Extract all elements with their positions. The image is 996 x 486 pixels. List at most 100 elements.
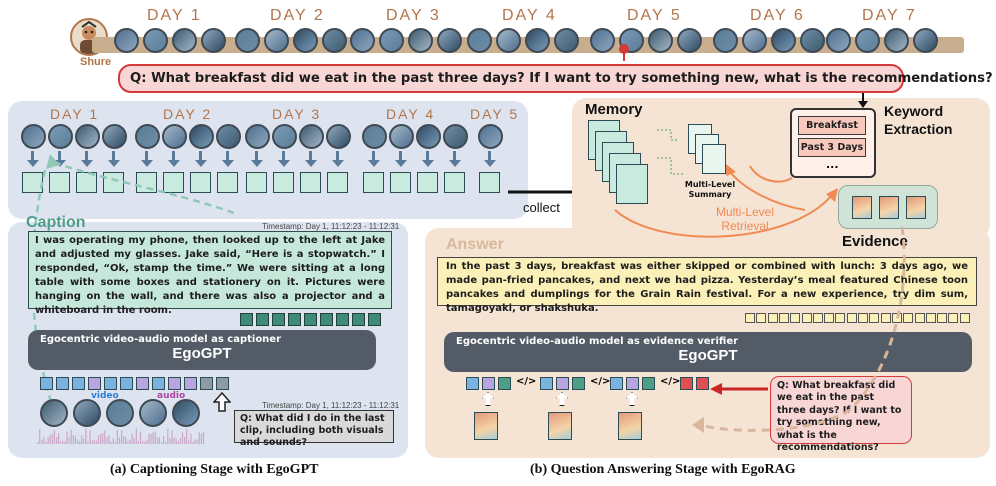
down-arrow [426, 151, 429, 162]
left-day-4: DAY 4 [386, 106, 436, 122]
evidence-frame [879, 196, 899, 219]
answer-token [835, 313, 846, 323]
waveform-bar [137, 440, 139, 444]
waveform-bar [93, 439, 95, 444]
code-tag: </> [660, 376, 681, 387]
verifier-title: EgoGPT [678, 347, 738, 364]
input-token [104, 377, 117, 390]
waveform-bar [53, 429, 55, 444]
caption-token [336, 313, 349, 326]
frame-token [479, 172, 500, 193]
summary-label: Multi-Level Summary [684, 180, 736, 199]
keyword-title: Keyword Extraction [884, 103, 953, 137]
waveform-bar [202, 432, 205, 444]
frame-token [49, 172, 70, 193]
answer-token [858, 313, 868, 323]
captioner-subtitle: Egocentric video-audio model as captione… [40, 334, 282, 345]
right-question-text: Q: What breakfast did we eat in the past… [777, 380, 902, 454]
waveform-bar [177, 441, 179, 444]
frame-token [163, 172, 184, 193]
verifier-input-token [572, 377, 585, 390]
question-to-verifier-arrow [710, 383, 768, 395]
down-arrow [309, 151, 312, 162]
waveform-bar [150, 433, 152, 444]
day-frame [443, 124, 468, 149]
timeline-frame [172, 28, 197, 53]
waveform-bar [89, 430, 91, 444]
video-label: video [91, 391, 119, 401]
frame-token [300, 172, 321, 193]
timeline-frame [713, 28, 738, 53]
input-token [56, 377, 69, 390]
summary-links [657, 129, 683, 175]
evidence-title: Evidence [842, 233, 908, 250]
frame-token [217, 172, 238, 193]
frame-token [246, 172, 267, 193]
input-token [152, 377, 165, 390]
waveform-bar [192, 441, 194, 444]
timeline-day-5: DAY 5 [627, 7, 682, 24]
memory-title: Memory [585, 101, 643, 118]
captioner-title: EgoGPT [172, 345, 232, 362]
waveform-bar [179, 438, 181, 444]
left-day-3: DAY 3 [272, 106, 322, 122]
timeline-frame [648, 28, 673, 53]
verifier-input-token [610, 377, 623, 390]
caption-text: I was operating my phone, then looked up… [35, 235, 385, 316]
input-token [72, 377, 85, 390]
evidence-frame [852, 196, 872, 219]
answer-token [801, 313, 812, 323]
timestamp-top: Timestamp: Day 1, 11:12:23 - 11:12:31 [262, 222, 400, 231]
caption-token [288, 313, 301, 326]
down-arrowhead [141, 160, 153, 167]
small-question-box: Q: What did I do in the last clip, inclu… [234, 410, 394, 448]
answer-token [903, 313, 914, 323]
waveform-bar [171, 430, 173, 444]
answer-token [812, 313, 823, 323]
timeline-day-2: DAY 2 [270, 7, 325, 24]
day-frame [478, 124, 503, 149]
keyword-past-3-days: Past 3 Days [798, 138, 866, 157]
timeline-frame [114, 28, 139, 53]
waveform-bar [104, 430, 106, 444]
waveform-bar [97, 435, 100, 444]
answer-token [756, 313, 767, 323]
waveform-bar [110, 441, 112, 444]
waveform-bar [148, 433, 150, 444]
down-arrowhead [484, 160, 496, 167]
answer-text: In the past 3 days, breakfast was either… [446, 261, 968, 314]
caption-box: I was operating my phone, then looked up… [28, 231, 392, 316]
day-frame [48, 124, 73, 149]
waveform-bar [181, 432, 184, 444]
down-arrow [399, 151, 402, 162]
waveform-bar [55, 437, 58, 444]
day-frame [102, 124, 127, 149]
evidence-to-verifier-arrow [692, 226, 906, 433]
down-arrow [172, 151, 175, 162]
verifier-input-token [498, 377, 511, 390]
down-arrowhead [222, 160, 234, 167]
egogpt-verifier: Egocentric video-audio model as evidence… [444, 332, 972, 372]
waveform-bar [58, 433, 60, 444]
caption-token [256, 313, 269, 326]
caption-token [240, 313, 253, 326]
waveform-bar [62, 440, 64, 444]
down-arrow [255, 151, 258, 162]
input-token [200, 377, 213, 390]
clip-frame [40, 399, 68, 427]
waveform-bar [112, 438, 114, 444]
timeline-frame [437, 28, 462, 53]
waveform-bar [85, 428, 87, 444]
waveform-bar [188, 440, 190, 444]
day-frame [326, 124, 351, 149]
answer-token [914, 313, 925, 323]
waveform-bar [146, 439, 148, 444]
day-frame [75, 124, 100, 149]
timeline-pin-dot [619, 44, 629, 54]
down-arrow [336, 151, 339, 162]
waveform-bar [194, 439, 196, 444]
clip-frame [73, 399, 101, 427]
waveform-bar [81, 435, 83, 444]
frame-token [444, 172, 465, 193]
timestamp-bottom: Timestamp: Day 1, 11:12:23 - 11:12:31 [262, 401, 400, 410]
